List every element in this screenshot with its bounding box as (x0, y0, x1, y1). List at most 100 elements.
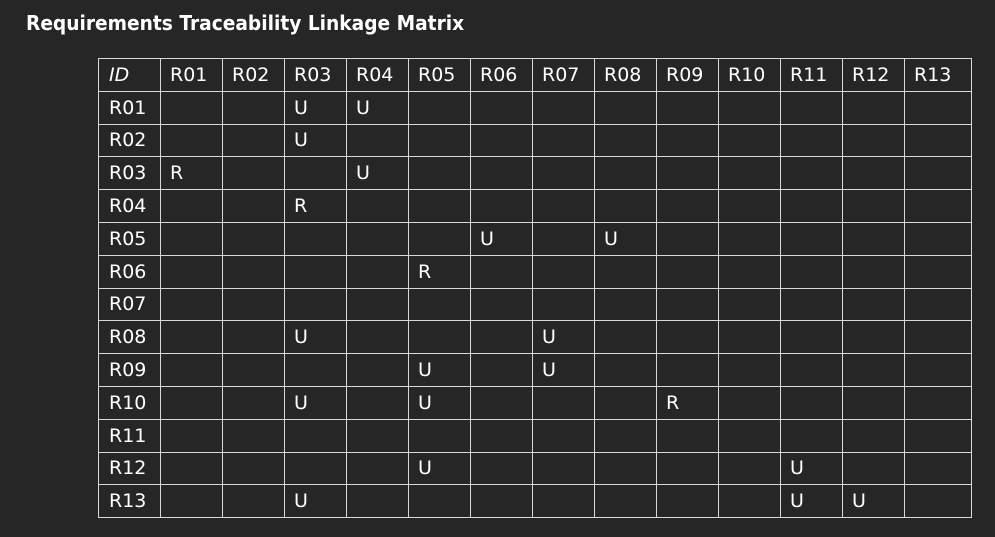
matrix-cell (842, 418, 905, 453)
matrix-cell (470, 451, 533, 486)
matrix-cell (470, 287, 533, 322)
matrix-cell (160, 320, 223, 355)
matrix-cell (470, 484, 533, 519)
column-header-r07: R07 (532, 58, 595, 92)
matrix-cell (408, 221, 471, 256)
matrix-cell (780, 221, 843, 256)
matrix-cell (222, 189, 285, 223)
matrix-cell (780, 353, 843, 387)
matrix-cell (532, 254, 595, 289)
matrix-cell (904, 451, 972, 486)
matrix-cell (222, 156, 285, 191)
matrix-cell (284, 353, 347, 387)
matrix-cell: U (780, 451, 843, 486)
matrix-cell (222, 353, 285, 387)
matrix-cell (346, 418, 409, 453)
matrix-cell (222, 484, 285, 519)
matrix-cell (656, 90, 719, 125)
matrix-cell: U (284, 123, 347, 158)
matrix-cell (160, 90, 223, 125)
matrix-cell (594, 484, 657, 519)
matrix-cell (346, 254, 409, 289)
matrix-cell (346, 189, 409, 223)
matrix-cell (594, 123, 657, 158)
matrix-cell (594, 287, 657, 322)
matrix-cell (842, 254, 905, 289)
matrix-cell (656, 451, 719, 486)
matrix-cell: U (284, 484, 347, 519)
matrix-cell: U (346, 90, 409, 125)
matrix-cell (284, 287, 347, 322)
matrix-cell (780, 254, 843, 289)
table-row: R11 (98, 418, 972, 453)
matrix-cell: U (842, 484, 905, 519)
matrix-cell (222, 221, 285, 256)
matrix-cell (904, 189, 972, 223)
matrix-cell: U (532, 320, 595, 355)
column-header-r02: R02 (222, 58, 285, 92)
matrix-cell: U (408, 451, 471, 486)
matrix-cell (718, 484, 781, 519)
row-header-r05: R05 (98, 221, 161, 256)
matrix-cell (346, 320, 409, 355)
matrix-cell (656, 320, 719, 355)
matrix-cell (780, 287, 843, 322)
row-header-r09: R09 (98, 353, 161, 387)
matrix-cell (656, 221, 719, 256)
matrix-cell (904, 287, 972, 322)
matrix-cell (284, 451, 347, 486)
matrix-cell (470, 189, 533, 223)
matrix-cell (904, 156, 972, 191)
matrix-cell (718, 221, 781, 256)
column-header-r08: R08 (594, 58, 657, 92)
column-header-r01: R01 (160, 58, 223, 92)
matrix-cell (408, 287, 471, 322)
matrix-cell (594, 385, 657, 420)
matrix-cell (470, 353, 533, 387)
matrix-cell (222, 123, 285, 158)
matrix-cell (532, 451, 595, 486)
matrix-cell: U (470, 221, 533, 256)
matrix-cell (594, 353, 657, 387)
matrix-cell (656, 484, 719, 519)
matrix-cell (470, 156, 533, 191)
matrix-cell (718, 418, 781, 453)
matrix-cell (222, 418, 285, 453)
matrix-cell (656, 418, 719, 453)
row-header-r08: R08 (98, 320, 161, 355)
matrix-cell (842, 353, 905, 387)
matrix-cell (470, 385, 533, 420)
matrix-cell (222, 451, 285, 486)
row-header-r01: R01 (98, 90, 161, 125)
row-header-r11: R11 (98, 418, 161, 453)
matrix-cell (160, 254, 223, 289)
matrix-cell (222, 254, 285, 289)
matrix-cell (594, 320, 657, 355)
matrix-cell (842, 320, 905, 355)
matrix-cell (780, 90, 843, 125)
column-header-r10: R10 (718, 58, 781, 92)
matrix-cell (160, 451, 223, 486)
matrix-cell (842, 385, 905, 420)
matrix-cell (718, 254, 781, 289)
matrix-cell (842, 189, 905, 223)
matrix-cell (904, 90, 972, 125)
matrix-cell (160, 418, 223, 453)
matrix-cell: U (284, 320, 347, 355)
column-header-r06: R06 (470, 58, 533, 92)
matrix-cell (160, 221, 223, 256)
matrix-cell (718, 90, 781, 125)
row-header-r13: R13 (98, 484, 161, 519)
matrix-cell (532, 287, 595, 322)
matrix-cell: U (532, 353, 595, 387)
matrix-cell (408, 123, 471, 158)
column-header-r12: R12 (842, 58, 905, 92)
matrix-cell (470, 254, 533, 289)
matrix-cell (842, 451, 905, 486)
matrix-cell (594, 254, 657, 289)
matrix-cell (160, 484, 223, 519)
column-header-r05: R05 (408, 58, 471, 92)
